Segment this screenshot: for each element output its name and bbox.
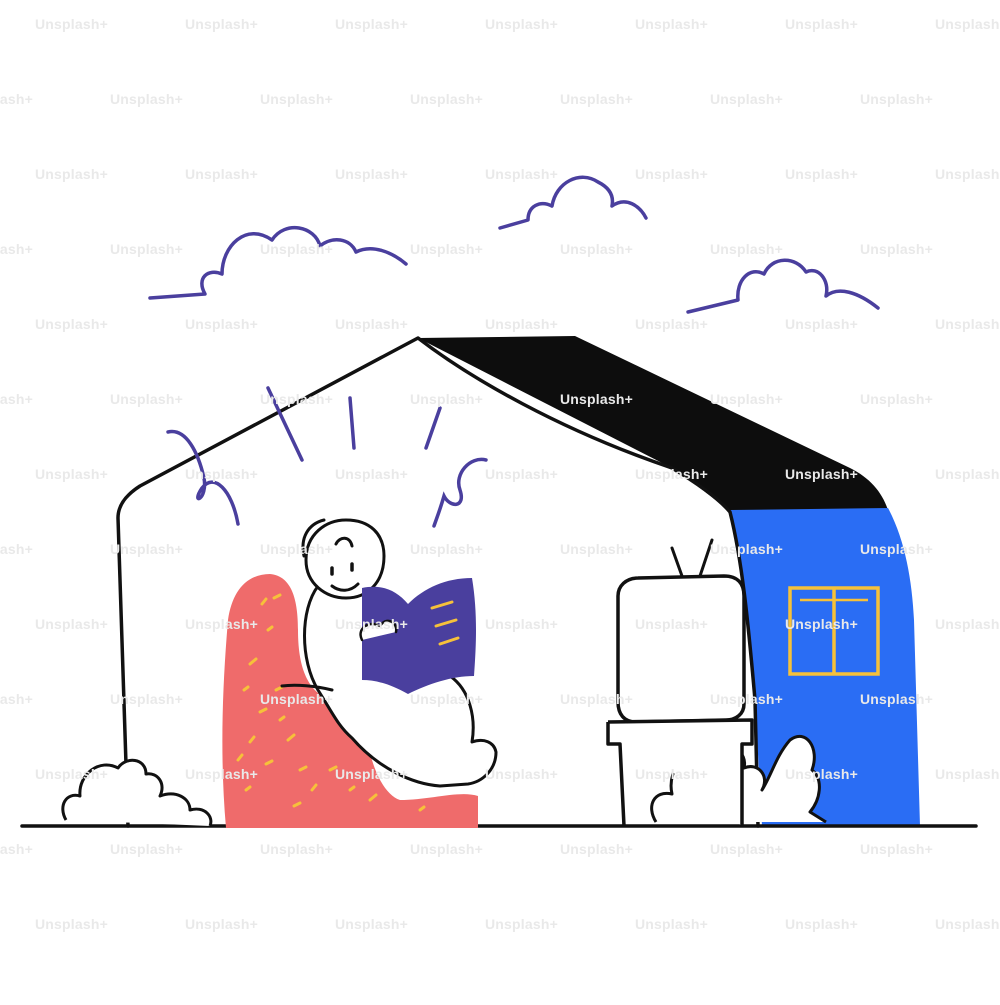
armchair-speckle [274,595,280,598]
person-eyes [332,564,352,574]
armchair-speckle [370,795,376,800]
person-smile [332,584,358,590]
armchair-speckle [238,755,242,760]
armchair-speckle [312,785,316,790]
armchair-speckle [294,803,300,806]
side-window [790,588,878,674]
cloud-left [150,228,406,298]
person-hair [303,520,352,556]
armchair-speckle [244,687,248,690]
armchair-speckle [300,767,306,770]
armchair-speckle [250,659,256,664]
armchair-speckles [238,595,424,810]
person-hand [361,621,397,640]
armchair-speckle [350,787,354,790]
book [362,578,476,694]
bush-left [63,760,211,826]
person-arm [282,685,332,690]
house-roof [418,336,888,512]
armchair-speckle [276,687,282,690]
armchair-speckle [420,807,424,810]
book-lines [432,602,458,644]
television [618,540,744,722]
cloud-right [688,260,878,312]
armchair-speckle [262,599,266,604]
armchair-speckle [250,737,254,742]
armchair-speckle [260,709,266,712]
cloud-center [500,177,646,228]
excitement-marks [168,388,486,526]
person-head [306,520,384,598]
armchair-speckle [280,717,284,720]
armchair-speckle [288,735,294,740]
house-front-outline [118,338,758,826]
armchair-speckle [266,761,272,764]
armchair-speckle [330,767,336,770]
armchair [222,574,478,828]
armchair-speckle [268,627,272,630]
armchair-speckle [246,787,250,790]
tv-stand [608,720,752,826]
